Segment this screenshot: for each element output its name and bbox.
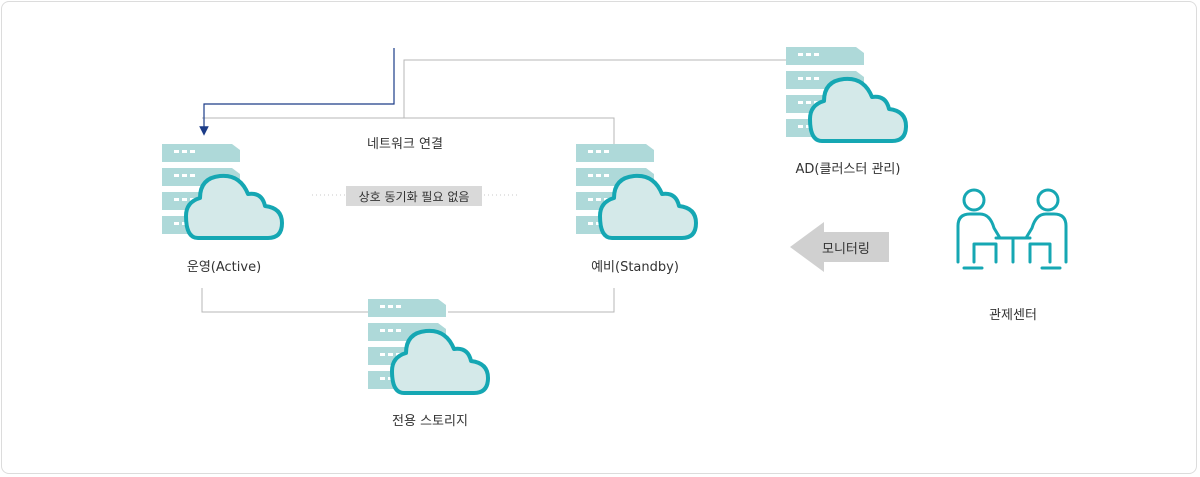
storage-server-icon <box>366 297 490 395</box>
arrow-left-icon <box>790 222 889 272</box>
standby-server-icon <box>574 142 698 240</box>
connector-lines <box>201 59 790 313</box>
control-center-label: 관제센터 <box>989 308 1037 323</box>
active-server-icon <box>160 142 284 240</box>
standby-storage-connector <box>448 288 615 313</box>
ad-connector <box>403 59 790 118</box>
sync-note: 상호 동기화 필요 없음 <box>346 186 482 206</box>
network-label: 네트워크 연결 <box>367 137 443 152</box>
standby-server-label: 예비(Standby) <box>591 260 679 275</box>
network-connector <box>202 117 615 144</box>
storage-label: 전용 스토리지 <box>392 414 468 429</box>
ad-server-label: AD(클러스터 관리) <box>795 162 901 177</box>
inbound-network-arrow <box>199 48 395 136</box>
meeting-people-icon <box>956 188 1068 270</box>
active-server-label: 운영(Active) <box>186 260 262 275</box>
ad-server-icon <box>784 45 908 143</box>
active-storage-connector <box>201 288 370 313</box>
monitoring-label: 모니터링 <box>822 242 870 257</box>
